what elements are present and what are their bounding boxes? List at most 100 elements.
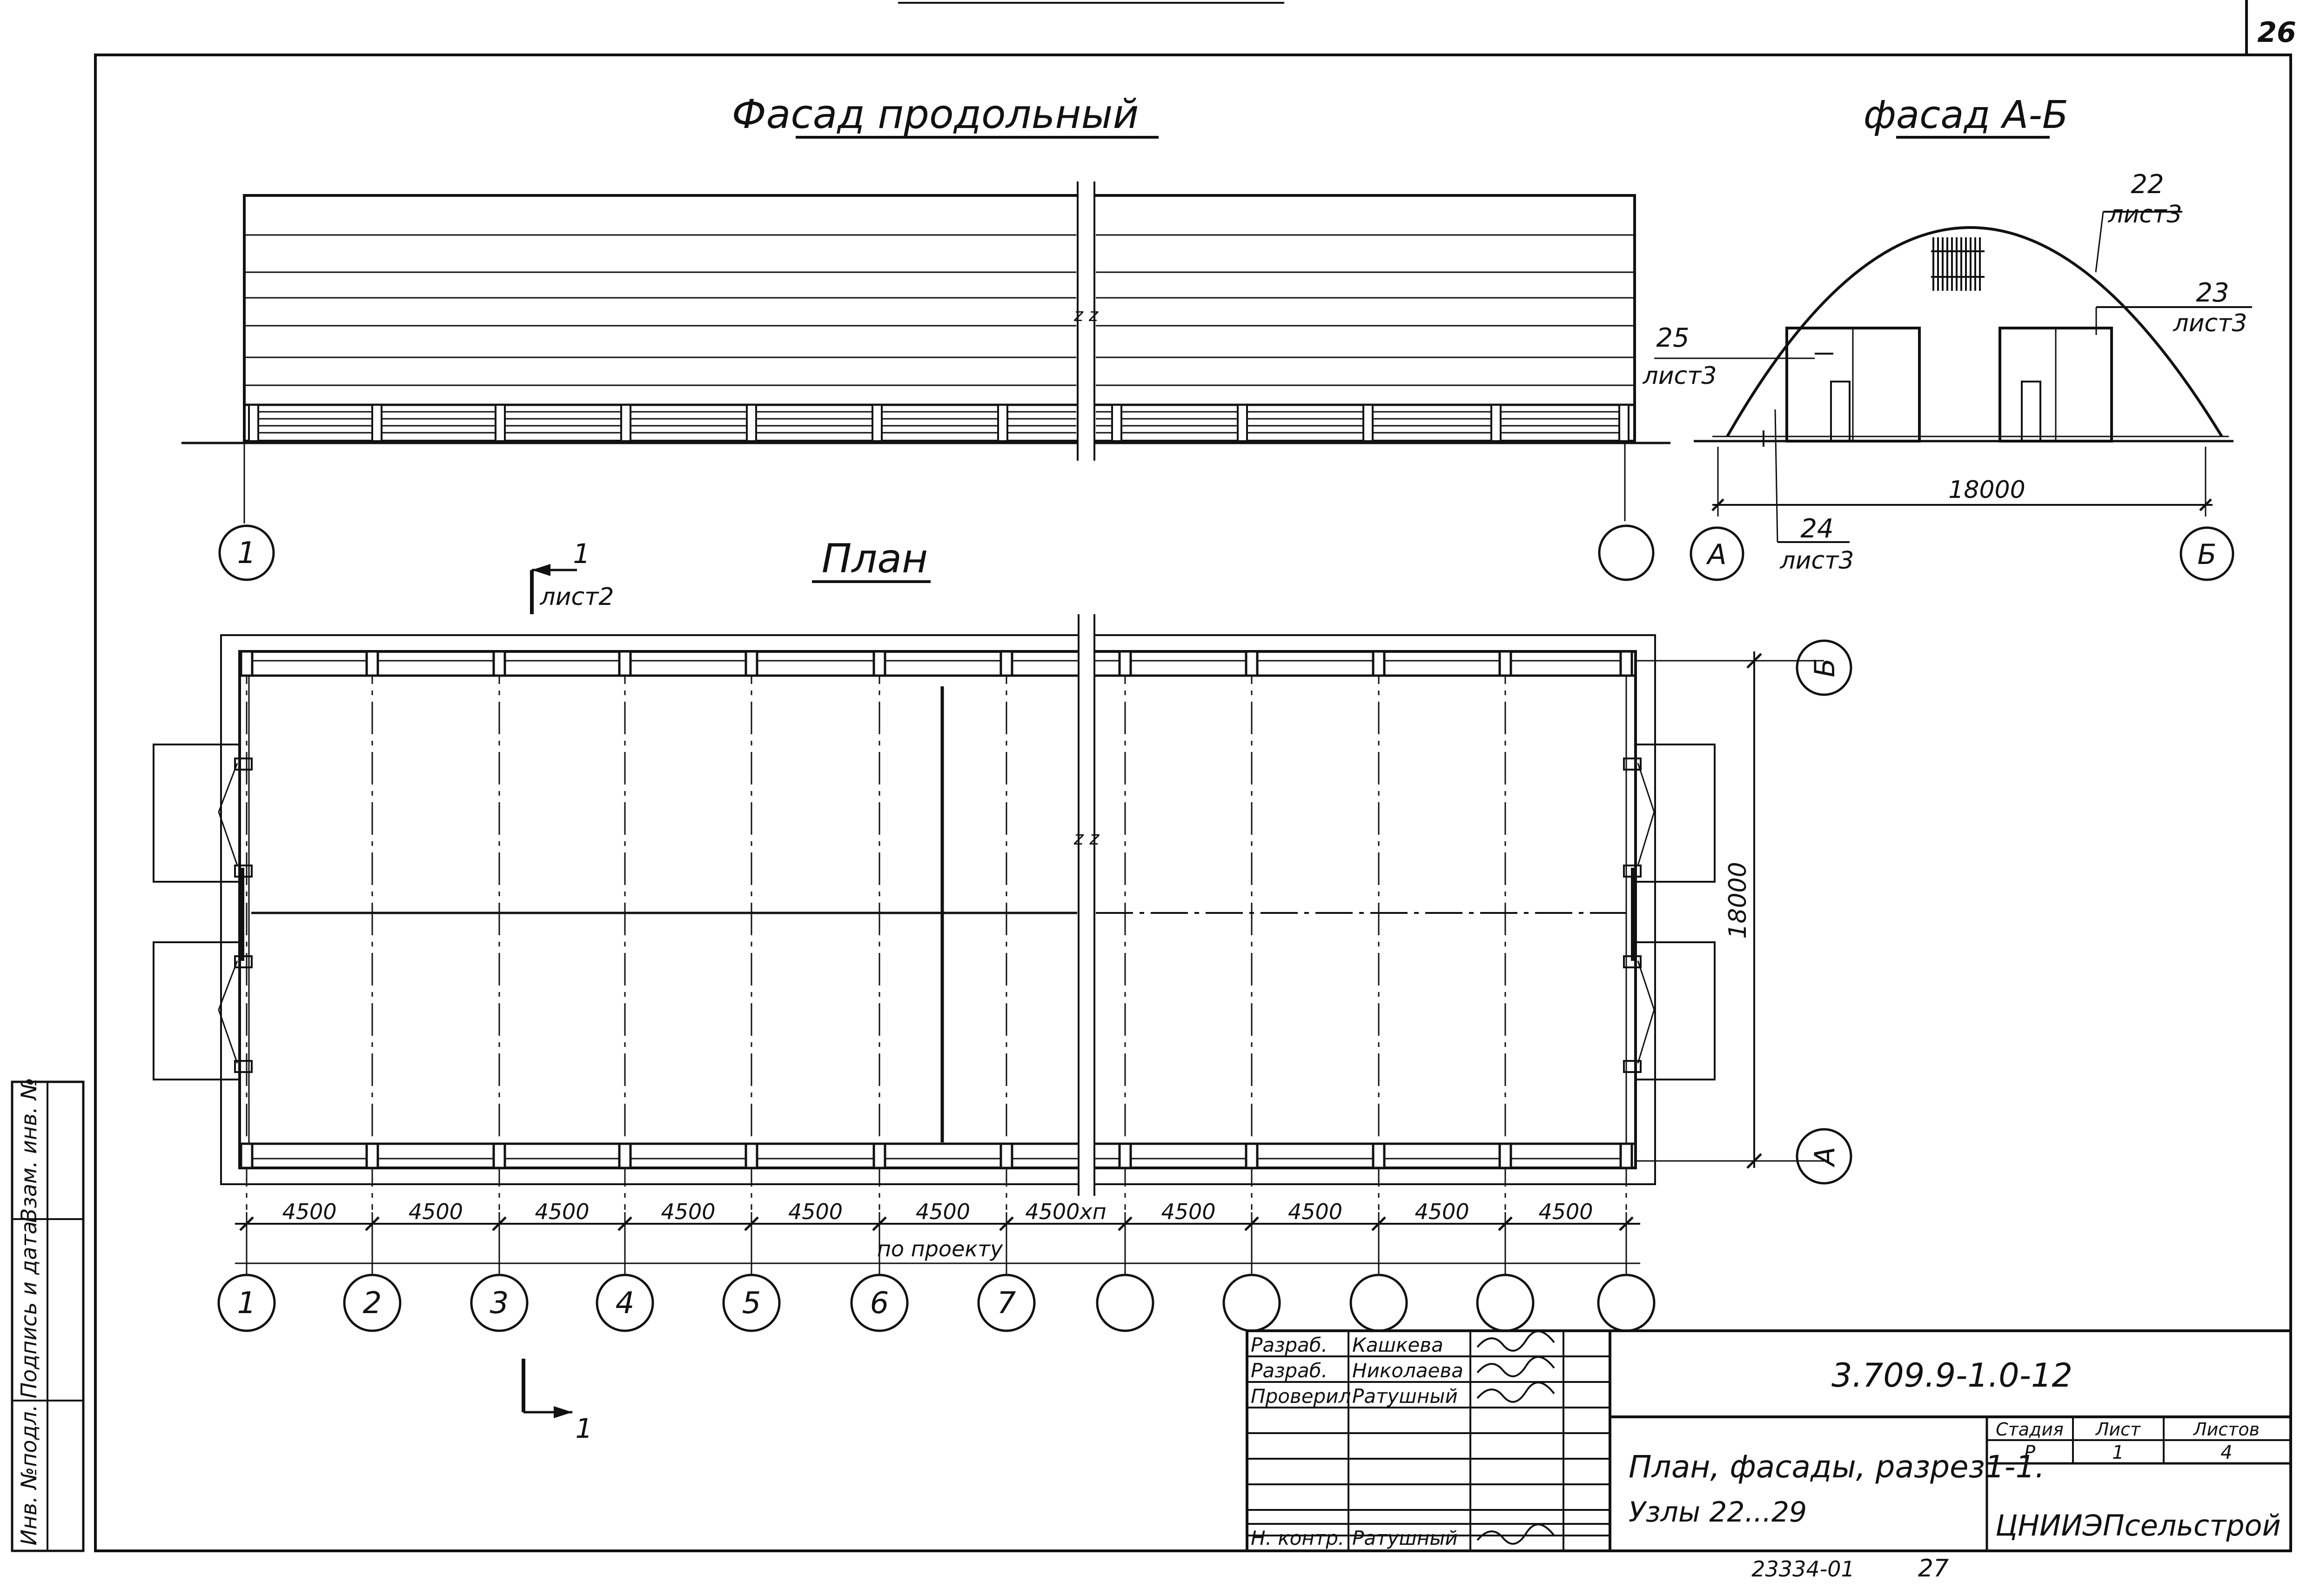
plan-axis-a-label: А [1809,1147,1841,1167]
plan-axis-circle-9 [1222,1274,1281,1332]
tb-name-2: Николаева [1352,1359,1463,1382]
bay-dimension-1: 4500 [282,1199,336,1224]
tb-signature-7 [1476,1523,1555,1545]
plan-gates-right [1623,744,1716,1080]
callout-23-sheet: лист3 [2173,309,2247,337]
bay-dimension-5: 4500 [788,1199,843,1224]
tb-role-7: Н. контр. [1251,1527,1344,1549]
end-facade-width-dimension: 18000 [1948,476,2025,504]
callout-23-number: 23 [2196,278,2229,308]
section-mark-number: 1 [573,538,590,570]
tb-name-1: Кашкева [1352,1334,1443,1356]
callout-22-number: 22 [2131,169,2164,200]
title-block [1246,1329,2292,1552]
callout-25-sheet: лист3 [1643,362,1717,390]
tb-signature-2 [1476,1356,1555,1377]
tb-role-2: Разраб. [1251,1359,1328,1382]
plan-axis-label-7: 7 [997,1286,1016,1321]
bay-dimension-9: 4500 [1288,1199,1342,1224]
sheets-header: Листов [2193,1419,2260,1440]
end-facade-axis-a: А [1690,526,1744,581]
long-facade-axis-1-label: 1 [237,536,256,570]
plan-axis-circle-8 [1096,1274,1154,1332]
plan-title: План [822,536,928,582]
sheet-number: 26 [2257,16,2296,49]
plan-axis-label-2: 2 [363,1286,382,1321]
document-code: 3.709.9-1.0-12 [1831,1356,2072,1395]
stage-header: Стадия [1996,1419,2064,1440]
tb-role-3: Проверил [1251,1385,1351,1408]
bay-dimension-11: 4500 [1538,1199,1593,1224]
section-mark-sheet: лист2 [540,583,614,611]
plan-axis-label-4: 4 [616,1286,635,1321]
end-facade-axis-b-label: Б [2197,538,2216,571]
bay-dimension-2: 4500 [409,1199,463,1224]
plan-axis-circle-2 [343,1274,402,1332]
plan-axis-a: А [1796,1128,1852,1185]
bay-dimension-7: 4500хп [1025,1199,1106,1224]
sheets-value: 4 [2220,1442,2232,1463]
plan-axis-label-3: 3 [490,1286,509,1321]
long-facade-axis-1: 1 [218,524,275,581]
callout-24: 24 лист3 [1780,514,1854,575]
callout-25-number: 25 [1656,323,1689,353]
callout-24-number: 24 [1800,514,1833,544]
bay-dimension-6: 4500 [916,1199,970,1224]
section-mark-bottom: 1 [522,1359,593,1444]
long-facade: z z [181,181,1670,523]
plan-axis-label-1: 1 [237,1286,256,1321]
drawing-title-line2: Узлы 22...29 [1629,1496,1807,1529]
bay-dimension-8: 4500 [1161,1199,1215,1224]
plan-axis-b: Б [1796,639,1852,696]
plan-axis-circle-7 [977,1274,1036,1332]
tb-name-3: Ратушный [1352,1385,1458,1408]
plan-axis-circle-5 [722,1274,781,1332]
callout-23: 23 лист3 [2173,278,2247,337]
tb-signature-3 [1476,1381,1555,1403]
callout-24-sheet: лист3 [1780,547,1854,575]
plan-axis-b-label: Б [1809,658,1841,677]
callout-22-sheet: лист3 [2108,201,2182,228]
bay-dimension-10: 4500 [1415,1199,1469,1224]
callout-25: 25 лист3 [1643,323,1717,390]
side-stamp-signature-date: Подпись и дата [16,1221,41,1398]
tb-role-1: Разраб. [1251,1334,1328,1356]
section-mark-top: 1 лист2 [530,538,614,614]
end-facade-axis-a-label: А [1705,538,1726,571]
tb-signature-1 [1476,1330,1555,1352]
plan-axis-circle-4 [596,1274,654,1332]
stage-value: Р [2024,1442,2036,1463]
plan-view: z z 18000 [153,614,1824,1210]
side-stamp: Инв. №подл. Подпись и дата Взам. инв. № [11,1078,85,1552]
callout-22: 22 лист3 [2108,169,2182,228]
plan-axis-label-5: 5 [742,1286,761,1321]
bay-dimension-4: 4500 [661,1199,715,1224]
side-stamp-inv-no: Инв. №подл. [16,1405,41,1546]
drawing-title-line1: План, фасады, разрез1-1. [1629,1449,2045,1485]
plan-gates-left [153,744,253,1080]
bay-dimension-3: 4500 [535,1199,589,1224]
svg-text:z z: z z [1073,828,1100,849]
plan-axis-circle-6 [850,1274,909,1332]
section-mark-bottom-number: 1 [576,1413,593,1444]
sheet-header: Лист [2095,1419,2141,1440]
end-facade-axis-b: Б [2180,526,2234,581]
long-facade-title: Фасад продольный [732,91,1139,138]
sheet-value: 1 [2112,1442,2124,1463]
plan-width-dimension: 18000 [1724,862,1752,939]
end-facade-title: фасад А-Б [1864,93,2068,137]
tb-name-7: Ратушный [1352,1527,1458,1549]
organization-name: ЦНИИЭПсельстрой [1995,1509,2281,1542]
plan-axis-circle-12 [1597,1274,1656,1332]
side-stamp-replaced-inv: Взам. инв. № [16,1078,41,1223]
plan-axis-circle-10 [1349,1274,1408,1332]
archive-number: 23334-01 [1751,1556,1854,1582]
long-facade-axis-last [1598,524,1655,581]
plan-axis-circle-3 [470,1274,529,1332]
plan-bay-dimensions: 4500 4500 4500 4500 4500 4500 4500хп 4500 4500 45… [235,1199,1640,1275]
page-number: 27 [1918,1555,1949,1583]
end-facade: 18000 [1654,211,2252,543]
plan-axis-label-6: 6 [870,1286,889,1321]
plan-axis-circle-1 [217,1274,276,1332]
